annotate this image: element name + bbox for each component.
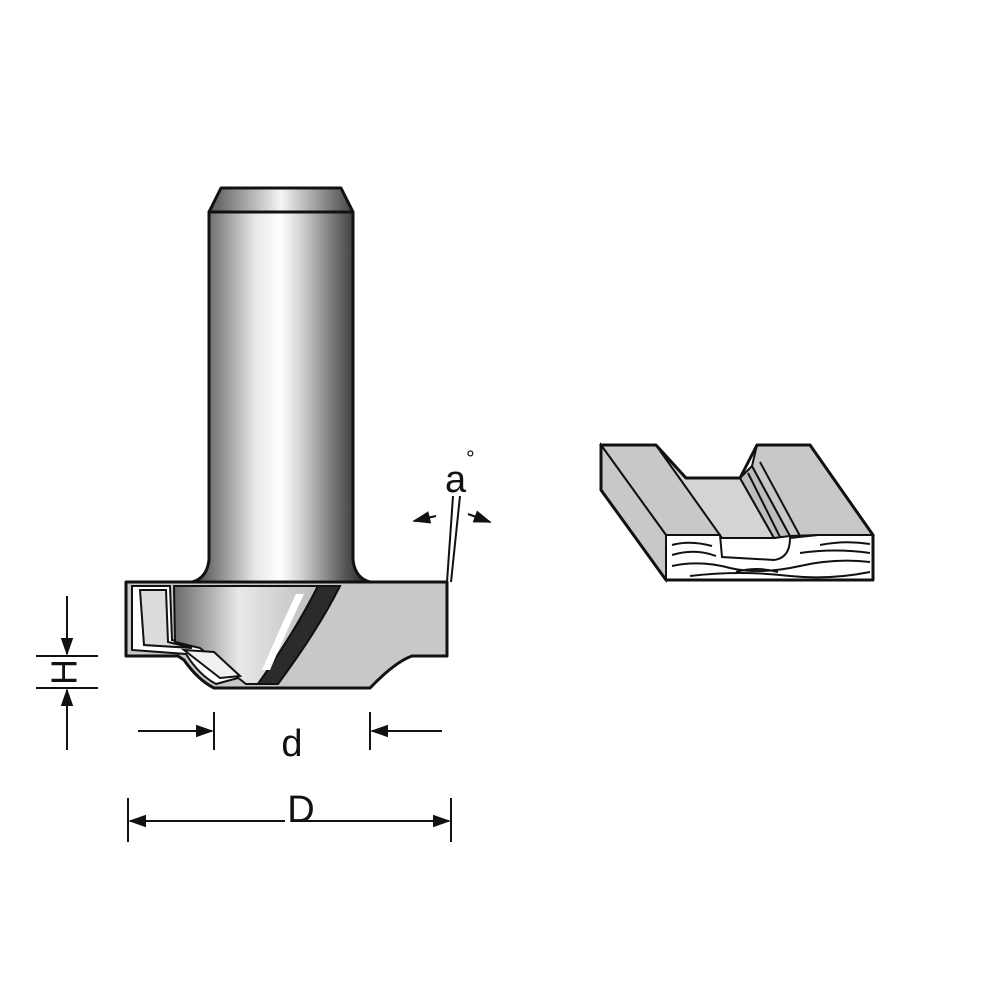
height-dimension: H (36, 596, 98, 750)
router-bit (124, 186, 449, 690)
wood-profile-illustration (599, 441, 875, 584)
small-diameter-label: d (281, 723, 302, 765)
cutting-head (124, 580, 449, 690)
angle-degree-mark: ° (466, 446, 475, 471)
shank (190, 186, 372, 584)
large-diameter-dimension: D (127, 789, 452, 842)
angle-label: a (445, 459, 467, 501)
large-diameter-label: D (287, 789, 314, 831)
angle-dimension: a ° (412, 446, 492, 583)
small-diameter-dimension: d (138, 712, 442, 765)
height-label: H (44, 659, 85, 685)
